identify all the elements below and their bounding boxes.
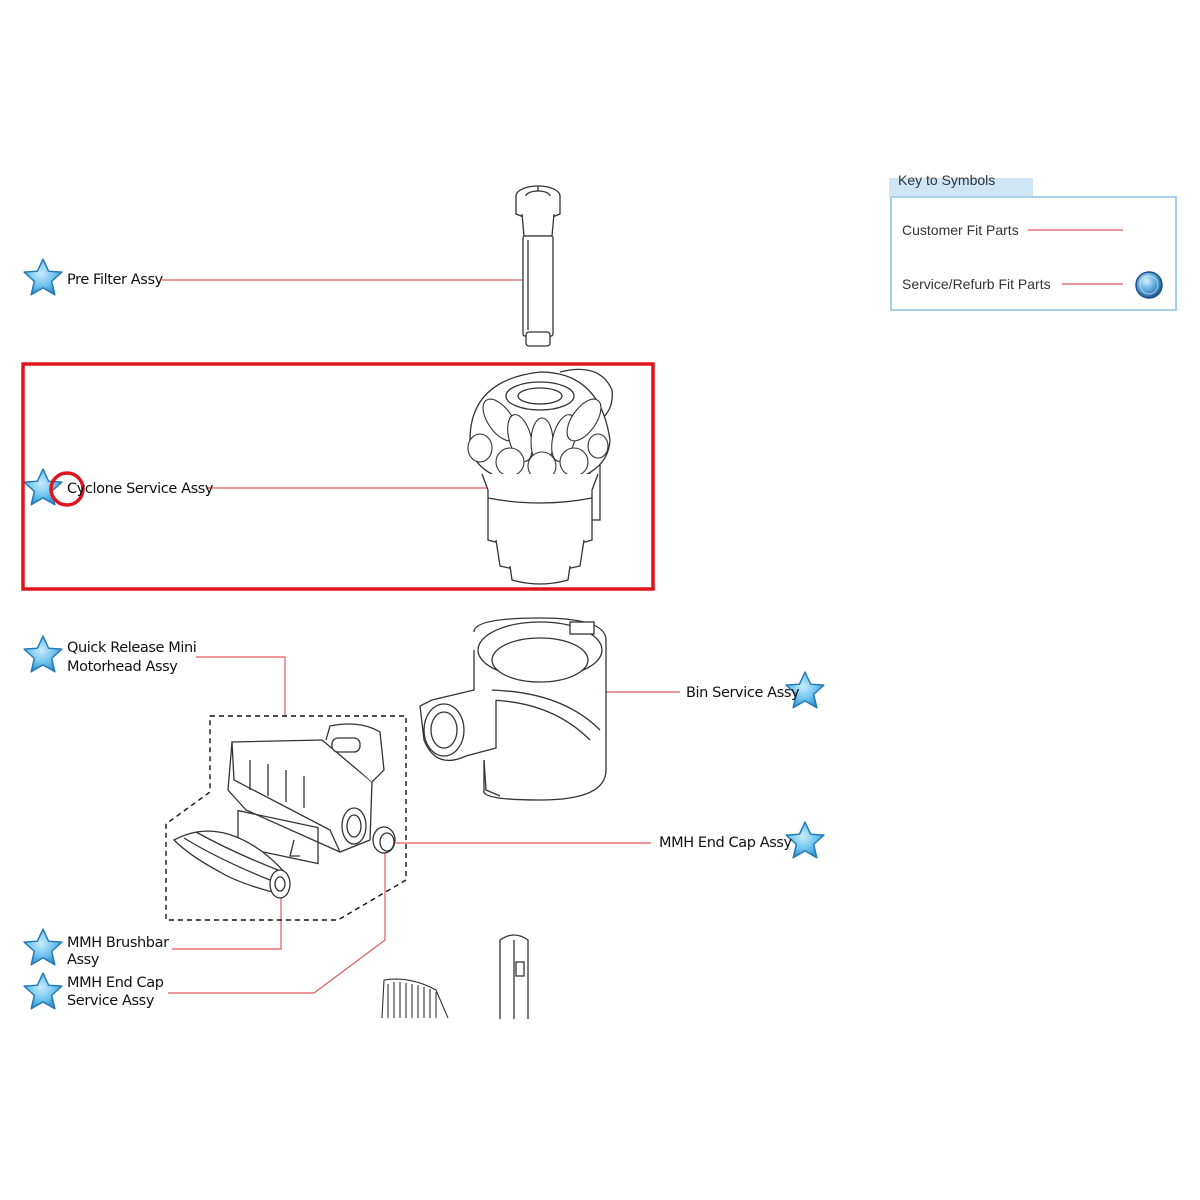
label-quick-release-line-2: Motorhead Assy [67,659,178,675]
crevice-tool-drawing [499,934,529,1020]
key-symbols [1028,229,1123,285]
label-mmh-end-cap-assy: MMH End Cap Assy [659,835,792,851]
key-title-tab [889,178,1033,197]
star-icon [23,635,63,673]
end-cap-drawing [372,826,396,854]
key-service-fit-label: Service/Refurb Fit Parts [902,276,1051,292]
pre-filter-drawing [515,185,561,347]
cyclone-drawing [467,368,613,585]
label-mmh-brushbar-line-1: MMH Brushbar [67,935,169,951]
key-customer-fit-label: Customer Fit Parts [902,222,1019,238]
motorhead-group-outline [165,715,407,921]
highlight-box [21,362,655,591]
leader-lines [162,279,680,994]
key-box [890,196,1177,311]
label-bin-service-assy: Bin Service Assy [686,685,800,701]
star-icon [23,972,63,1010]
key-title: Key to Symbols [898,172,996,188]
circle-icon [1135,271,1163,299]
label-pre-filter-assy: Pre Filter Assy [67,272,163,288]
star-icon [23,258,63,296]
label-cyclone-service-assy: Cyclone Service Assy [67,481,214,497]
bin-drawing [419,617,607,801]
star-icon [23,928,63,966]
label-mmh-brushbar-line-2: Assy [67,952,100,968]
motorhead-drawing [227,723,385,865]
label-quick-release-line-1: Quick Release Mini [67,640,197,656]
brushbar-drawing [172,830,291,899]
highlight-circle [49,471,85,507]
label-mmh-end-cap-service-line-1: MMH End Cap [67,975,164,991]
brush-tool-drawing [381,978,449,1019]
label-mmh-end-cap-service-line-2: Service Assy [67,993,155,1009]
